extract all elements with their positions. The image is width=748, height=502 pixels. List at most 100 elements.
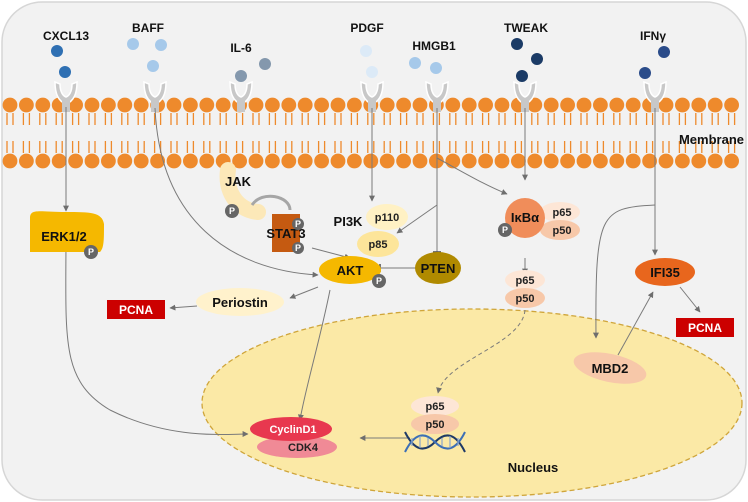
ikba-label: IκBα [511,210,539,225]
ifi35-label: IFI35 [650,265,680,280]
lipid-head [84,153,100,169]
lipid-head [560,97,575,113]
ligand-balls [51,38,670,82]
p85-label: p85 [369,239,388,251]
lipid-head [511,153,526,169]
p65-nuclear [411,396,459,416]
il6-label: IL-6 [230,41,252,55]
lipid-head [396,97,411,113]
lipid-head [84,97,100,113]
cyclind1-label: CyclinD1 [269,424,316,436]
lipid-head [691,97,707,113]
lipid-head [396,153,411,169]
lipid-head [527,97,543,113]
p50-cyto-top [540,220,580,240]
pten-label: PTEN [421,261,456,276]
lipid-head [101,153,116,169]
tweak-label: TWEAK [504,21,548,35]
cxcl13-label: CXCL13 [43,29,89,43]
lipid-head [183,97,198,113]
lipid-head [494,153,510,169]
akt-label: AKT [337,263,364,278]
lipid-head [199,153,215,169]
receptor-stem [62,100,70,112]
lipid-head [445,97,461,113]
lipid-head [707,97,723,113]
lipid-head [248,153,264,169]
lipid-head [101,97,116,113]
p65-cyto-top-label: p65 [553,207,572,219]
lipid-head [314,153,329,169]
lipid-head [412,97,428,113]
lipid-head [314,97,329,113]
lipid-head [658,153,674,169]
mbd2-shape [573,352,647,384]
lipid-head [707,153,723,169]
dna-helix-icon [404,431,466,453]
lipid-head [625,97,641,113]
lipid-head [593,153,608,169]
lipid-head [412,153,428,169]
p65-nuclear-label: p65 [426,401,445,413]
receptors [54,80,667,112]
receptor-stem [237,100,245,112]
p65-cyto-top [540,202,580,222]
lipid-head [625,153,641,169]
receptor-stem [151,100,159,112]
lipid-head [379,97,395,113]
lipid-head [248,97,264,113]
lipid-head [675,153,690,169]
lipid-head [133,153,149,169]
jak-label: JAK [225,174,252,189]
lipid-head [724,97,739,113]
pcna-left-label: PCNA [119,303,153,317]
lipid-head [297,97,313,113]
receptor-stem [651,100,659,112]
lipid-head [166,97,182,113]
mbd2-label: MBD2 [592,361,629,376]
lipid-head [363,153,379,169]
receptor-icon [229,80,253,105]
lipid-head [576,97,592,113]
p50-nuclear [411,414,459,434]
erk-phospho [84,245,98,259]
lipid-head [658,97,674,113]
periostin-label: Periostin [212,295,268,310]
lipid-head [281,153,297,169]
receptor-stem [433,100,441,112]
lipid-head [297,153,313,169]
membrane-label: Membrane [679,132,744,147]
lipid-head [183,153,198,169]
lipid-head [2,97,18,113]
p50-cyto-top-label: p50 [553,225,572,237]
receptor-icon [360,80,384,105]
p50-cyto-free-label: p50 [516,293,535,305]
lipid-head [675,97,690,113]
cell-membrane [2,97,739,169]
cdk4-label: CDK4 [288,442,319,454]
erk-label: ERK1/2 [41,229,87,244]
receptor-icon [425,80,449,105]
akt-phospho-label: P [376,276,382,286]
akt-phospho [372,274,386,288]
pi3k-label: PI3K [334,214,364,229]
p65-cyto-free [505,270,545,290]
p50-nuclear-label: p50 [426,419,445,431]
lipid-head [19,153,34,169]
lipid-head [265,153,280,169]
stat3-phospho-2-label: P [295,243,301,253]
nucleus-label: Nucleus [508,460,559,475]
cdk4-shape [257,436,337,458]
baff-label: BAFF [132,21,164,35]
p85-shape [357,231,399,257]
lipid-head [232,153,248,169]
lipid-head [133,97,149,113]
lipid-head [330,153,346,169]
lipid-head [51,153,67,169]
lipid-head [642,153,657,169]
ifng-label: IFNγ [640,29,666,43]
jak-stat-linker [250,194,292,211]
receptor-icon [143,80,167,105]
lipid-head [527,153,543,169]
